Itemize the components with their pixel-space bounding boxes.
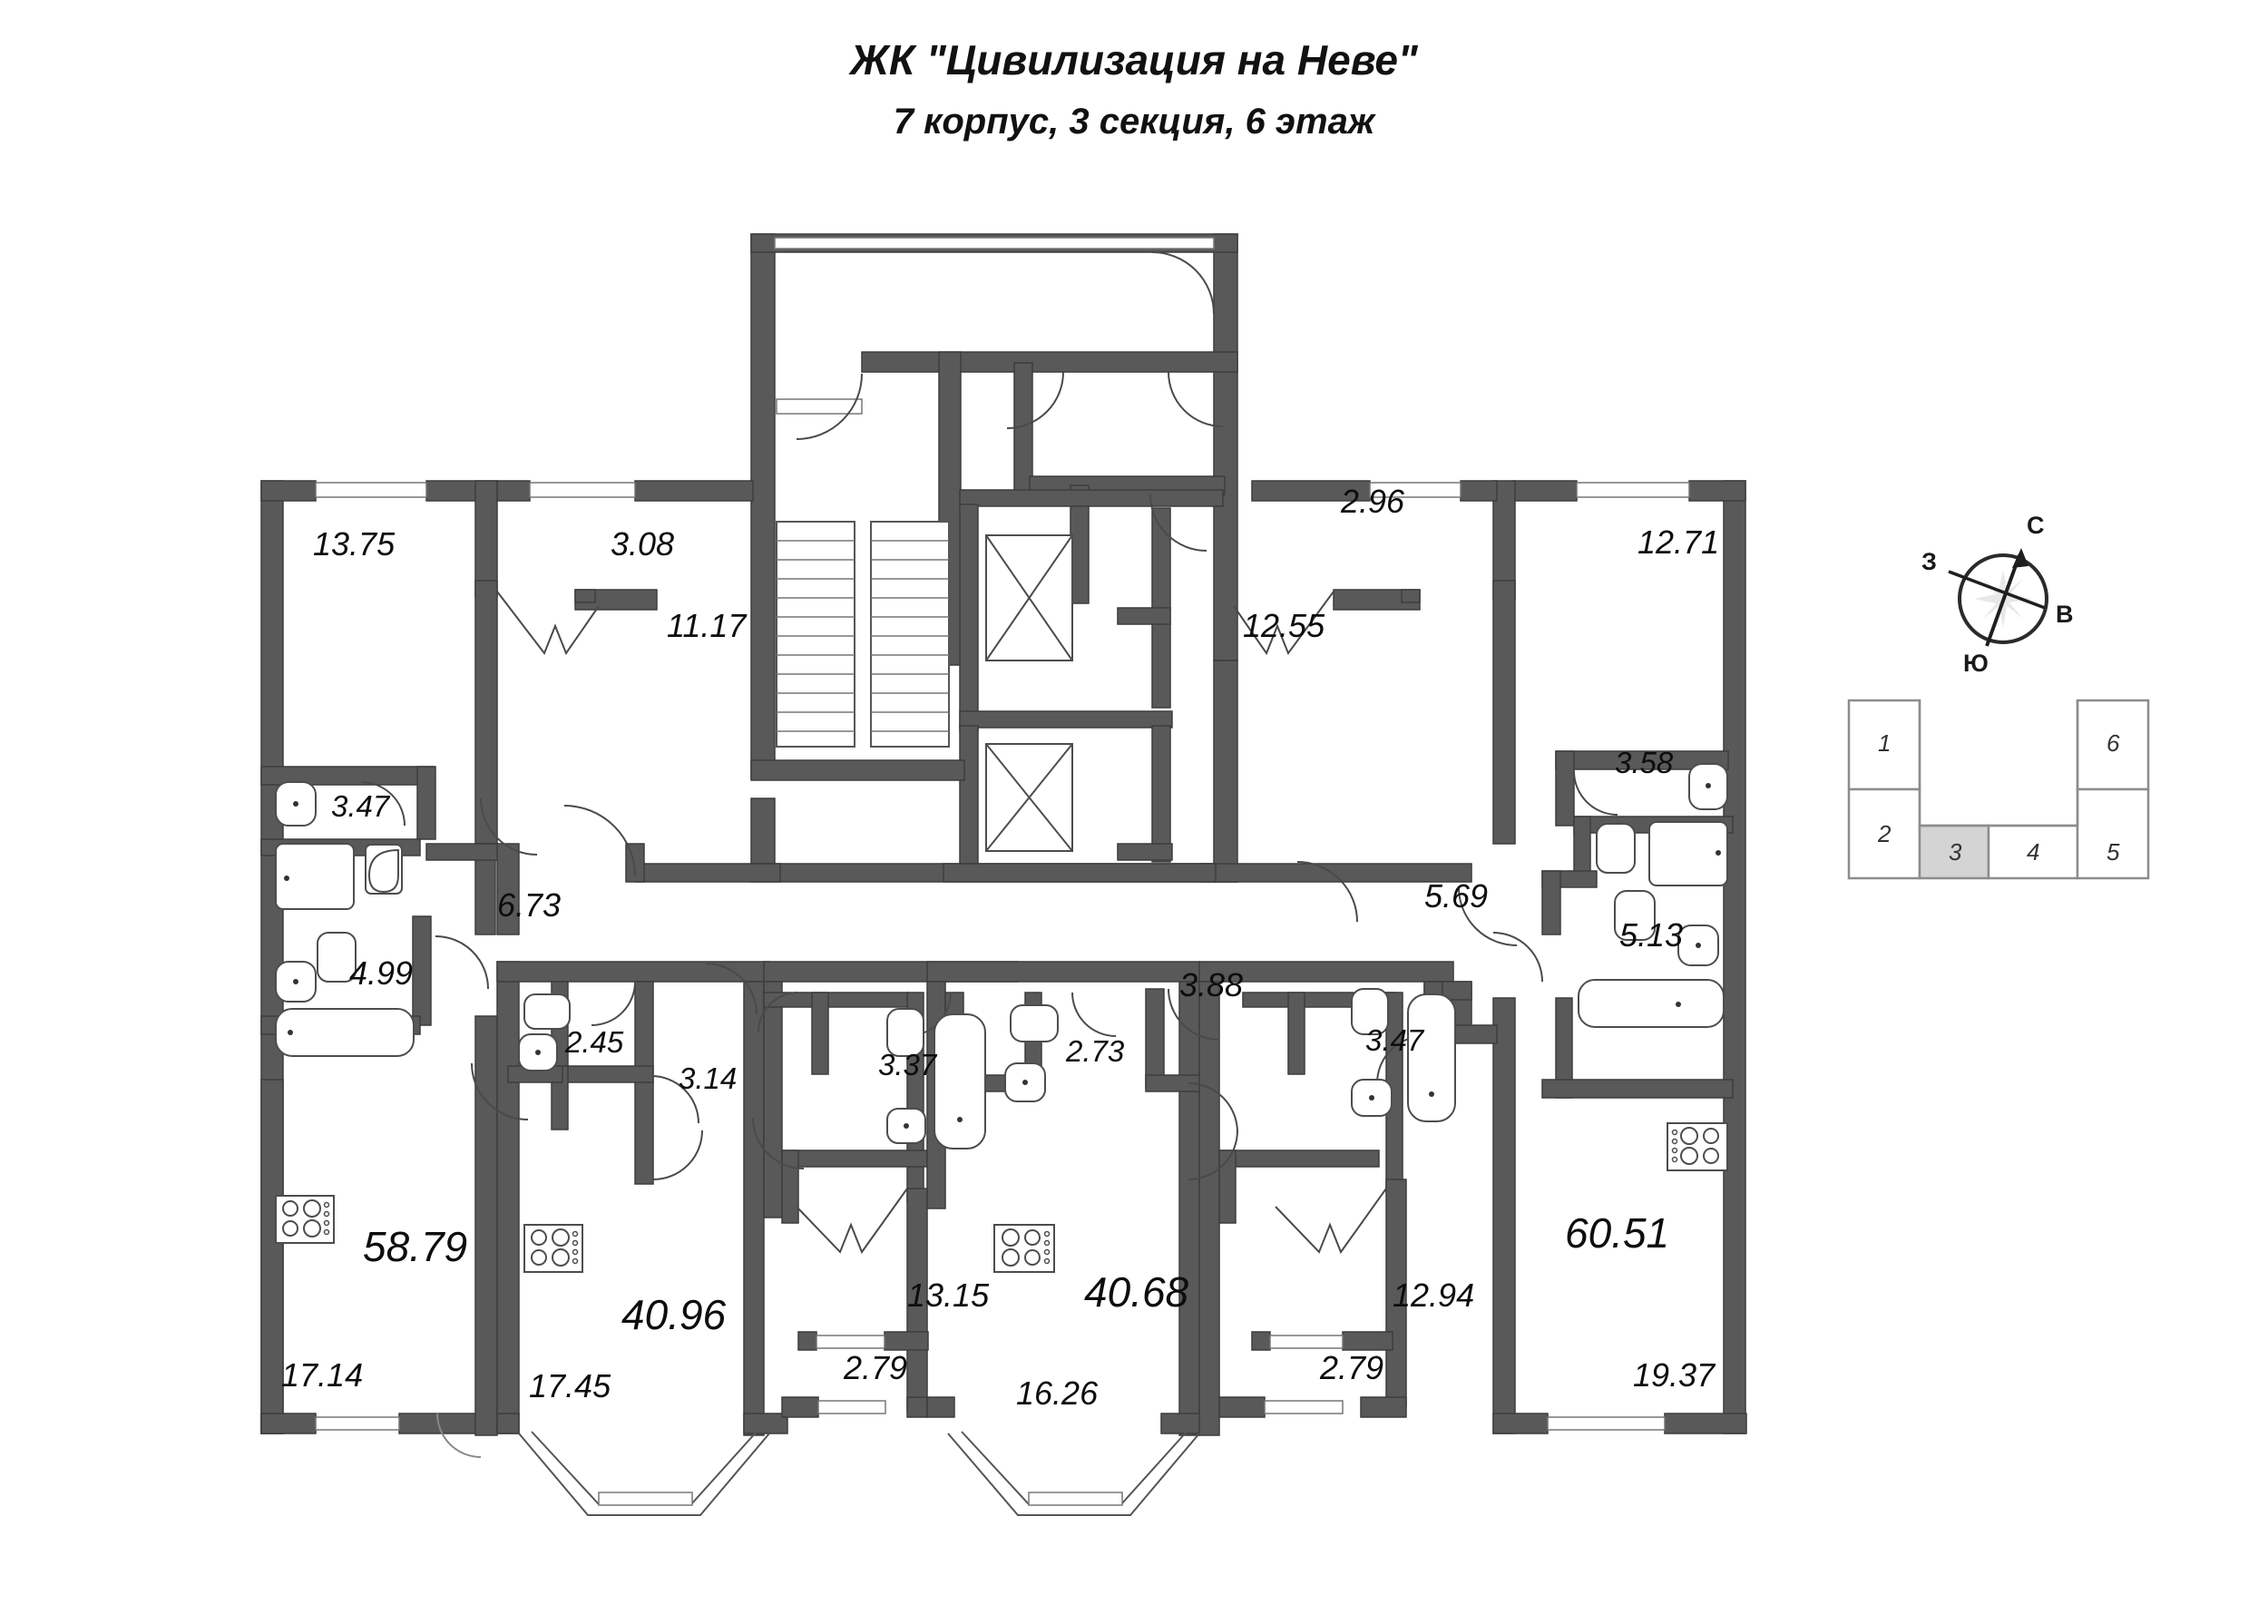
fixtures xyxy=(275,763,1728,1273)
label-room-13-15: 13.15 xyxy=(907,1277,990,1314)
section-key-3[interactable] xyxy=(1918,824,1990,880)
compass-rose: С Ю З В xyxy=(1921,512,2074,677)
fixture-bathtub-rc xyxy=(1407,993,1456,1122)
section-key-1-label: 1 xyxy=(1878,729,1891,757)
fixture-stove-lc xyxy=(523,1224,583,1273)
section-key-4-label: 4 xyxy=(2027,838,2039,866)
label-total-40-96: 40.96 xyxy=(621,1291,727,1338)
fixture-shower-r xyxy=(1648,821,1728,886)
label-room-12-71: 12.71 xyxy=(1637,523,1719,561)
compass-north-label: С xyxy=(2027,512,2045,539)
compass-south-label: Ю xyxy=(1963,650,1989,677)
label-room-5-13: 5.13 xyxy=(1619,916,1683,954)
fixture-shower-left xyxy=(275,843,355,910)
label-total-60-51: 60.51 xyxy=(1565,1209,1669,1257)
fixture-toilet-r2 xyxy=(1614,890,1656,941)
compass-east-label: В xyxy=(2056,601,2074,628)
label-room-3-14: 3.14 xyxy=(679,1061,737,1095)
section-key-5-label: 5 xyxy=(2107,838,2120,866)
label-room-3-58: 3.58 xyxy=(1615,746,1674,779)
fixture-sink-c2 xyxy=(1004,1062,1046,1102)
staircase xyxy=(776,521,950,748)
label-room-2-73: 2.73 xyxy=(1065,1034,1125,1068)
section-key-courtyard xyxy=(1918,700,2079,827)
fixture-sink-c1 xyxy=(886,1108,926,1144)
fixture-stove-left xyxy=(275,1195,335,1244)
label-room-6-73: 6.73 xyxy=(497,886,561,924)
fixture-stove-c xyxy=(993,1224,1055,1273)
elevator-shafts xyxy=(985,534,1073,852)
section-key-3-label: 3 xyxy=(1949,838,1962,866)
section-key-6-label: 6 xyxy=(2107,729,2120,757)
label-room-17-45: 17.45 xyxy=(529,1367,611,1404)
fixture-stove-r xyxy=(1667,1122,1728,1171)
fixture-toilet-left-2 xyxy=(317,932,357,983)
label-room-2-45: 2.45 xyxy=(564,1025,624,1059)
fixture-bathtub-r xyxy=(1578,979,1725,1028)
label-room-16-26: 16.26 xyxy=(1016,1375,1099,1412)
section-key-4[interactable] xyxy=(1987,824,2079,880)
fixture-toilet-c2 xyxy=(1010,1004,1059,1042)
fixture-toilet-lc xyxy=(523,993,571,1030)
fixture-sink-r2 xyxy=(1677,925,1719,966)
label-room-5-69: 5.69 xyxy=(1424,877,1488,915)
label-room-17-14: 17.14 xyxy=(281,1356,363,1394)
fixture-bathtub-c1 xyxy=(934,1013,986,1150)
label-total-40-68: 40.68 xyxy=(1084,1268,1189,1316)
fixture-toilet-rc xyxy=(1351,988,1389,1035)
area-labels: 13.75 3.08 11.17 2.96 12.71 12.55 3.47 3… xyxy=(281,483,1719,1412)
label-room-3-37: 3.37 xyxy=(878,1048,938,1081)
label-room-13-75: 13.75 xyxy=(313,525,396,563)
label-room-19-37: 19.37 xyxy=(1633,1356,1716,1394)
label-room-2-96: 2.96 xyxy=(1340,483,1405,520)
label-room-12-94: 12.94 xyxy=(1393,1277,1474,1314)
label-room-2-79-left: 2.79 xyxy=(843,1349,907,1386)
fixture-sink-left-2 xyxy=(275,961,317,1003)
section-key-2-label: 2 xyxy=(1877,820,1892,847)
label-room-3-47-right: 3.47 xyxy=(1365,1023,1425,1057)
balconies xyxy=(518,1431,1200,1516)
fixture-bathtub-left xyxy=(275,1008,415,1057)
label-room-3-88: 3.88 xyxy=(1179,966,1243,1003)
label-room-11-17: 11.17 xyxy=(667,607,748,644)
label-room-2-79-right: 2.79 xyxy=(1319,1349,1383,1386)
label-room-3-08: 3.08 xyxy=(611,525,674,563)
fixture-toilet-left-1 xyxy=(365,844,403,895)
label-room-12-55: 12.55 xyxy=(1243,607,1325,644)
elevator-lower xyxy=(985,743,1073,852)
label-room-4-99: 4.99 xyxy=(349,954,413,992)
section-key-1[interactable] xyxy=(1847,699,1921,791)
fixture-toilet-c1 xyxy=(886,1008,924,1057)
fixture-sink-rc xyxy=(1351,1079,1393,1117)
fixture-toilet-r1 xyxy=(1596,823,1636,874)
fixture-sink-lc xyxy=(518,1033,558,1071)
section-key-5[interactable] xyxy=(2076,788,2150,880)
label-room-3-47-left: 3.47 xyxy=(331,789,391,823)
elevator-upper xyxy=(985,534,1073,661)
compass-west-label: З xyxy=(1921,548,1937,575)
fixture-sink-r1 xyxy=(1688,763,1728,810)
french-doors xyxy=(496,591,1387,1255)
label-total-58-79: 58.79 xyxy=(363,1223,467,1270)
windows xyxy=(315,237,1690,1431)
fixture-sink-left-1 xyxy=(275,781,317,827)
section-key-diagram: 1 6 2 3 4 5 xyxy=(1847,699,2150,880)
